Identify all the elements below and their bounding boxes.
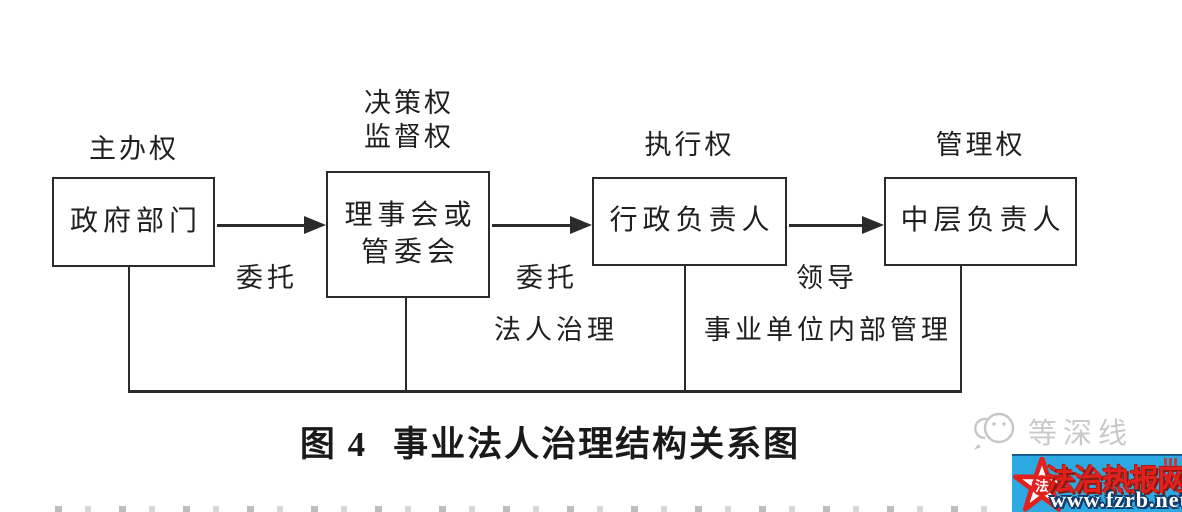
node-government-department: 政府部门 bbox=[52, 177, 215, 267]
bracket-drop-admin bbox=[684, 266, 686, 392]
cropped-text-line bbox=[55, 506, 1010, 512]
power-label-line1: 决策权 bbox=[364, 88, 454, 118]
arrow-shaft bbox=[217, 224, 305, 227]
watermark-text: 等深线 bbox=[1028, 418, 1134, 450]
power-label-line2: 监督权 bbox=[364, 122, 454, 152]
figure-number: 图 4 bbox=[299, 425, 368, 464]
power-label-management: 管理权 bbox=[935, 130, 1026, 160]
node-label-line1: 理事会或 bbox=[344, 200, 477, 232]
section-label-legal-person-governance: 法人治理 bbox=[494, 315, 618, 345]
logo-site-name: 法治热报网 bbox=[1046, 465, 1182, 497]
law-star-icon: 法 bbox=[1013, 456, 1071, 512]
logo-site-url: www.fzrb.net bbox=[1050, 487, 1182, 512]
node-administrative-head: 行政负责人 bbox=[592, 177, 787, 266]
edge-label-lead: 领导 bbox=[796, 263, 858, 293]
arrow-right-icon bbox=[862, 216, 884, 234]
figure-caption: 图 4 事业法人治理结构关系图 bbox=[270, 416, 830, 467]
power-label-decision-supervision: 决策权 监督权 bbox=[327, 86, 491, 154]
node-label: 政府部门 bbox=[69, 205, 202, 237]
arrow-right-icon bbox=[570, 216, 592, 234]
arrow-shaft bbox=[492, 224, 571, 227]
edge-label-entrust-1: 委托 bbox=[236, 263, 298, 293]
edge-label-entrust-2: 委托 bbox=[516, 263, 578, 293]
power-label-execution: 执行权 bbox=[644, 130, 735, 160]
bracket-drop-gov bbox=[128, 267, 130, 392]
wechat-icon bbox=[974, 412, 1015, 450]
bracket-baseline bbox=[128, 390, 962, 393]
node-label: 行政负责人 bbox=[609, 205, 775, 237]
figure-title: 事业法人治理结构关系图 bbox=[393, 425, 801, 464]
logo-corner-mark bbox=[1164, 458, 1178, 466]
node-council-or-committee: 理事会或 管委会 bbox=[326, 171, 490, 298]
bracket-drop-council bbox=[405, 298, 407, 392]
fzrb-logo: 法 法治热报网 www.fzrb.net bbox=[1012, 454, 1182, 512]
law-star-char: 法 bbox=[1035, 478, 1049, 495]
section-label-internal-management: 事业单位内部管理 bbox=[704, 315, 952, 345]
bracket-drop-midlevel bbox=[960, 266, 962, 392]
arrow-right-icon bbox=[304, 216, 326, 234]
node-label: 中层负责人 bbox=[900, 205, 1066, 237]
arrow-shaft bbox=[789, 224, 863, 227]
power-label-sponsor: 主办权 bbox=[89, 134, 179, 164]
node-midlevel-head: 中层负责人 bbox=[884, 177, 1077, 266]
watermark-dengshenxian: 等深线 bbox=[968, 410, 1133, 452]
node-label-line2: 管委会 bbox=[360, 236, 460, 268]
